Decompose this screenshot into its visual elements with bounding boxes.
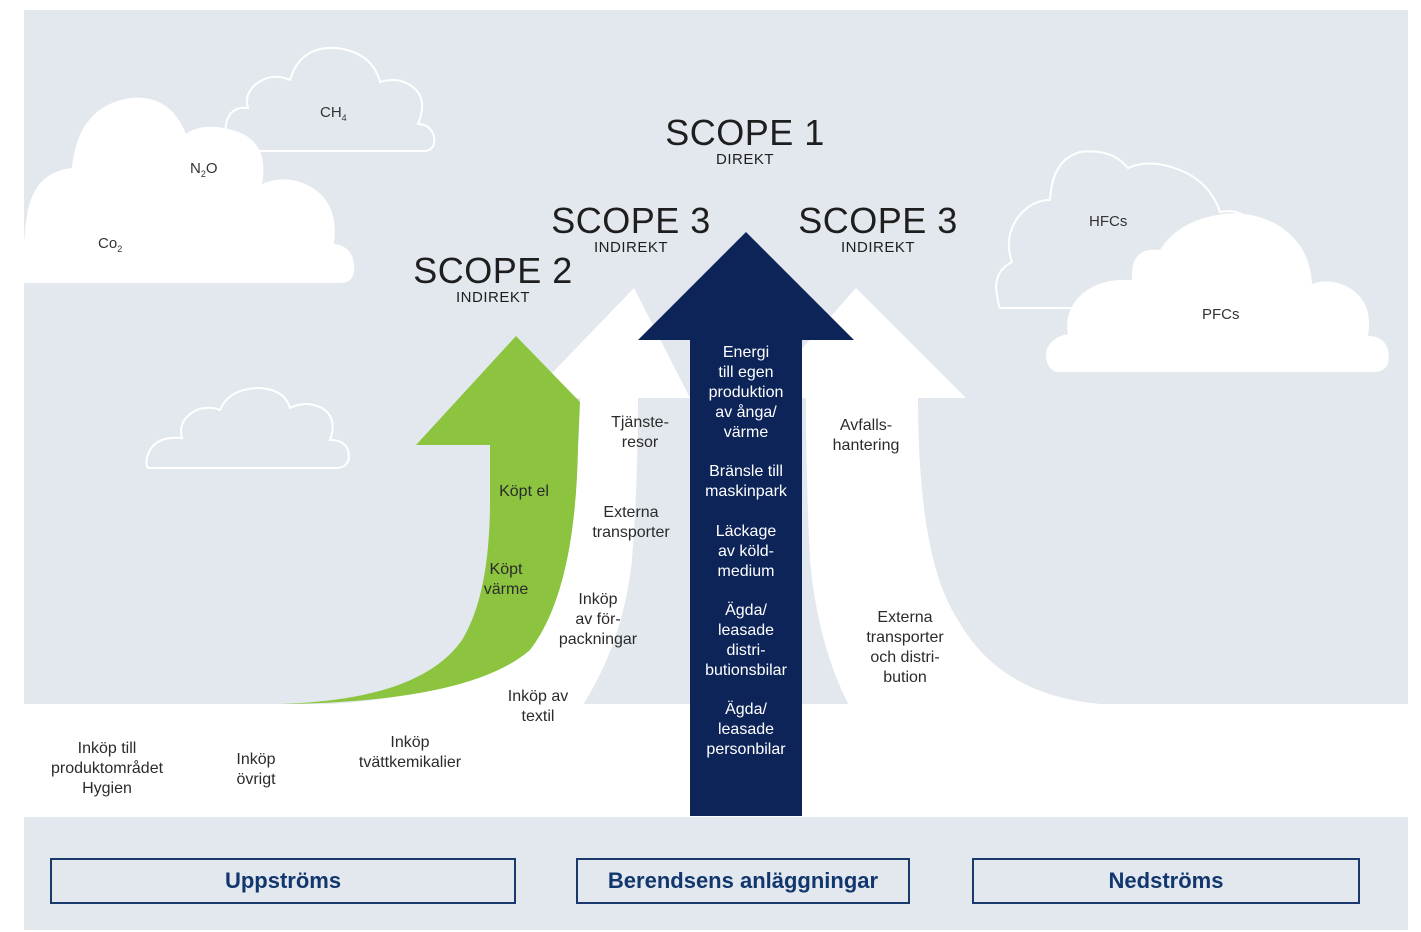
scope2-title: SCOPE 2 <box>413 250 573 291</box>
arrow-scope1 <box>638 232 854 816</box>
downstream-item-waste: Avfalls- hantering <box>832 417 900 454</box>
section-facilities: Berendsens anläggningar <box>576 858 910 904</box>
scope3-left-title: SCOPE 3 <box>551 200 711 241</box>
scope1-item-refrigerant: Läckage av köld- medium <box>715 523 777 580</box>
section-downstream-label: Nedströms <box>1108 868 1224 893</box>
cloud-outline-ch4 <box>224 46 436 152</box>
section-downstream: Nedströms <box>972 858 1360 904</box>
scope1-item-personal-cars: Ägda/ leasade personbilar <box>706 701 786 758</box>
gas-co2: Co2 <box>98 235 123 254</box>
section-upstream-label: Uppströms <box>224 868 342 893</box>
upstream-item-packaging: Inköp av för- packningar <box>558 591 638 648</box>
scope2-item-heat: Köpt värme <box>483 561 529 598</box>
scope3-left-heading: SCOPE 3 INDIREKT <box>546 202 716 256</box>
scope1-item-distribution-cars: Ägda/ leasade distri- butionsbilar <box>705 602 787 679</box>
scope1-subtitle: DIREKT <box>715 151 774 168</box>
upstream-item-business-travel: Tjänste- resor <box>611 414 669 451</box>
upstream-item-chemicals: Inköp tvättkemikalier <box>358 734 462 771</box>
scope3-left-subtitle: INDIREKT <box>593 239 668 256</box>
scope3-right-heading: SCOPE 3 INDIREKT <box>793 202 963 256</box>
gas-hfcs: HFCs <box>1089 213 1128 230</box>
cloud-large-right <box>1046 213 1389 372</box>
upstream-item-textile: Inköp av textil <box>507 688 569 725</box>
scope2-heading: SCOPE 2 INDIREKT <box>408 252 578 306</box>
gas-pfcs: PFCs <box>1202 306 1240 323</box>
upstream-item-hygiene: Inköp till produktområdet Hygien <box>50 740 164 797</box>
section-upstream: Uppströms <box>50 858 516 904</box>
arrow-scope2 <box>280 336 580 704</box>
scope3-right-subtitle: INDIREKT <box>840 239 915 256</box>
scope1-heading: SCOPE 1 DIREKT <box>660 114 830 168</box>
arrow-scope3-upstream <box>24 288 690 817</box>
downstream-item-transport: Externa transporter och distri- bution <box>866 609 944 686</box>
gas-n2o: N2O <box>190 160 218 179</box>
upstream-item-external-transport: Externa transporter <box>592 504 670 541</box>
cloud-outline-hfcs <box>994 150 1261 309</box>
upstream-item-other: Inköp övrigt <box>236 751 276 788</box>
arrow-scope3-downstream <box>758 288 1408 817</box>
scope3-right-title: SCOPE 3 <box>798 200 958 241</box>
scope1-item-energy: Energi till egen produktion av ånga/ vär… <box>708 344 784 441</box>
cloud-large-left <box>23 97 355 283</box>
scope1-title: SCOPE 1 <box>665 112 825 153</box>
gas-ch4: CH4 <box>320 104 347 123</box>
scope1-item-fuel: Bränsle till maskinpark <box>705 463 787 500</box>
scope2-subtitle: INDIREKT <box>455 289 530 306</box>
scope2-item-electricity: Köpt el <box>499 483 549 500</box>
section-facilities-label: Berendsens anläggningar <box>607 868 879 893</box>
cloud-outline-small <box>145 386 350 469</box>
